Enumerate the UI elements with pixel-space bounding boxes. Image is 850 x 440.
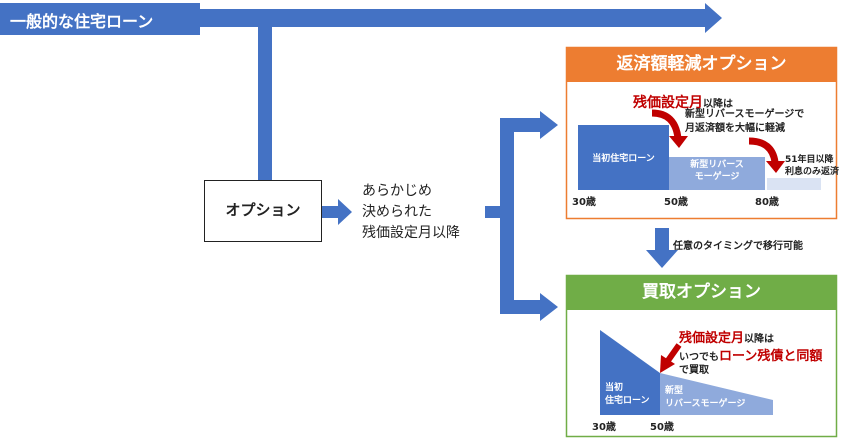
vertical-connector [258,27,272,180]
residual-month-label: 残価設定月 [679,331,745,346]
condition-line: 残価設定月以降 [362,225,460,241]
age-label: 50歳 [664,197,688,208]
buyback-note-2: いつでもローン残債と同額 [679,345,822,364]
buyback-note-3: で買取 [679,365,709,376]
reverse-mortgage-block [669,157,765,190]
interest-only-block [767,178,821,190]
same-as-balance-label: ローン残債と同額 [719,349,823,364]
label-line: モーゲージ [694,172,740,182]
age-label: 30歳 [572,197,596,208]
condition-text: あらかじめ 決められた 残価設定月以降 [362,181,460,244]
buyback-option-title: 買取オプション [566,275,837,310]
top-arrow [0,3,722,35]
branch-arrow [485,111,558,321]
label-line: 当初 [605,383,624,393]
interest-only-note: 51年目以降 利息のみ返済 [785,154,839,178]
reduction-option-title: 返済額軽減オプション [566,47,837,82]
curved-red-arrow-icon [748,137,779,163]
top-banner-label: 一般的な住宅ローン [10,12,154,31]
initial-loan-block [578,125,669,190]
age-label: 80歳 [755,197,779,208]
reverse-mortgage-label: 新型リバース モーゲージ [669,159,765,183]
label-line: 住宅ローン [605,396,650,406]
condition-line: あらかじめ [362,183,432,199]
transition-text: 任意のタイミングで移行可能 [673,241,803,252]
buyback-note: 残価設定月以降は [679,327,774,346]
down-arrow [646,228,678,268]
red-arrow-icon [664,343,682,364]
note-text: いつでも [679,352,719,363]
label-line: 新型リバース [690,160,744,170]
note-line: 利息のみ返済 [785,167,840,177]
initial-loan-label: 当初 住宅ローン [605,382,650,408]
curved-red-arrow-icon [651,109,682,139]
reduction-note: 残価設定月以降は [633,92,733,112]
note-text: 以降は [744,334,775,345]
condition-line: 決められた [362,204,432,220]
option-box-label: オプション [225,201,301,219]
age-label: 30歳 [592,422,616,433]
option-right-arrow [322,199,352,225]
residual-month-label: 残価設定月 [633,95,703,111]
age-label: 50歳 [650,422,674,433]
note-line: 月返済額を大幅に軽減 [685,123,785,134]
note-line: 新型リバースモーゲージで [685,109,805,120]
reverse-mortgage-label: 新型 リバースモーゲージ [665,385,745,411]
note-line: 51年目以降 [785,155,834,165]
reverse-mortgage-wedge [660,373,773,415]
initial-loan-label: 当初住宅ローン [592,154,655,164]
note-text: 以降は [703,99,733,110]
reduction-note-lines: 新型リバースモーゲージで 月返済額を大幅に軽減 [685,108,804,136]
option-box [204,180,322,242]
label-line: 新型 [665,386,684,396]
label-line: リバースモーゲージ [665,399,746,409]
initial-loan-triangle [600,330,660,415]
